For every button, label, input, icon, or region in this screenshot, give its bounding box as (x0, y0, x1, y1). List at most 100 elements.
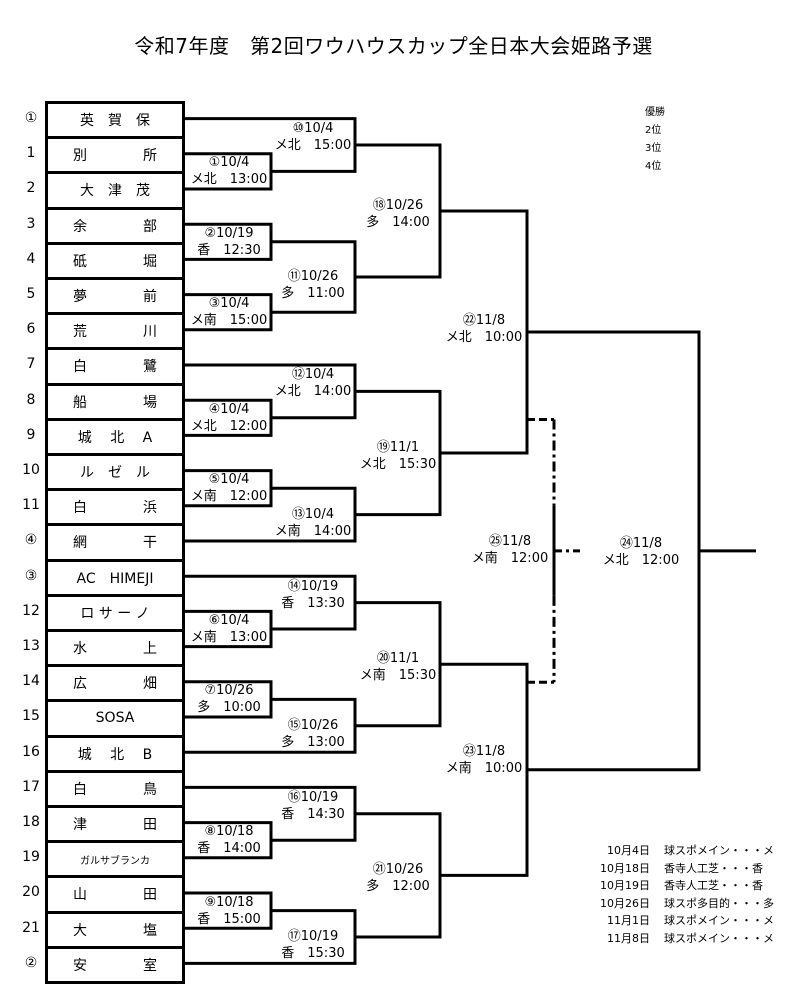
match-number-date: ⑫10/4 (291, 367, 335, 383)
team-name: SOSA (95, 710, 135, 727)
match-venue-time: 香 13:30 (281, 595, 345, 611)
team-box: 津 田 (45, 805, 185, 841)
venue-place: 香寺人工芝・・・香 (664, 879, 763, 892)
team-box: 白 鷺 (45, 347, 185, 383)
match-venue-time: メ南 15:30 (359, 668, 437, 684)
venue-place: 球スポ多目的・・・多 (664, 896, 774, 910)
match-number-date: ㉔11/8 (619, 535, 663, 551)
team-seed: 7 (26, 356, 36, 373)
team-name: 白 鷺 (73, 359, 157, 376)
team-name: 網 干 (73, 535, 157, 552)
match-venue-time: メ南 12:00 (190, 489, 268, 505)
match-venue-time: 多 12:00 (366, 879, 430, 895)
team-seed: 10 (22, 462, 40, 478)
team-name: 夢 前 (73, 289, 157, 306)
team-seed: 9 (26, 426, 36, 443)
match-venue-time: メ北 12:00 (190, 418, 268, 434)
match-number-date: ⑩10/4 (292, 121, 334, 136)
match-number-date: ⑤10/4 (208, 472, 250, 488)
match-number-date: ⑮10/26 (287, 717, 339, 733)
match-number-date: ㉑10/26 (372, 862, 424, 878)
team-box: SOSA (45, 699, 185, 735)
placing-1: 優勝 (645, 107, 665, 118)
team-name: 広 畑 (73, 676, 157, 693)
match-number-date: ⑦10/26 (204, 683, 254, 699)
team-name: 船 場 (73, 394, 157, 411)
team-seed: 5 (26, 286, 36, 302)
team-seed: 13 (22, 638, 40, 654)
match-number-date: ④10/4 (208, 401, 250, 417)
match-venue-time: メ南 12:00 (471, 550, 549, 566)
team-seed: 15 (22, 708, 40, 725)
team-box: 安 室 (45, 945, 185, 984)
match-number-date: ㉒11/8 (462, 313, 506, 328)
team-seed: 3 (26, 215, 36, 232)
team-box: 英 賀 保 (45, 101, 185, 137)
venue-date: 10月4日 (607, 844, 650, 857)
venue-date: 10月18日 (600, 861, 650, 875)
team-box: 水 上 (45, 629, 185, 665)
venue-date: 10月26日 (600, 896, 650, 910)
placing-4: 4位 (645, 161, 662, 172)
team-name: 水 上 (73, 641, 157, 658)
match-venue-time: メ南 14:00 (274, 523, 352, 539)
team-box: 余 部 (45, 206, 185, 242)
team-box: AC HIMEJI (45, 558, 185, 594)
match-venue-time: メ北 13:00 (190, 172, 268, 188)
team-seed: 20 (22, 884, 40, 901)
match-number-date: ⑪10/26 (287, 269, 339, 284)
match-number-date: ⑥10/4 (208, 613, 250, 628)
placings-legend: 優勝 2位 3位 4位 (645, 104, 665, 176)
team-box: 船 場 (45, 382, 185, 418)
team-name: ル ゼ ル (80, 465, 150, 482)
team-box: 大 津 茂 (45, 171, 185, 207)
match-number-date: ⑰10/19 (287, 929, 339, 944)
match-venue-time: 香 15:30 (281, 946, 345, 961)
venue-row: 10月4日球スポメイン・・・メ (580, 842, 774, 860)
match-number-date: ⑯10/19 (287, 789, 339, 805)
match-venue-time: 香 12:30 (197, 242, 261, 258)
team-name: 別 所 (73, 148, 157, 165)
team-name: AC HIMEJI (76, 570, 154, 587)
team-name: ロ サ ー ノ (80, 605, 150, 622)
team-seed: ① (24, 110, 38, 126)
team-name: 安 室 (73, 957, 157, 974)
team-seed: 14 (22, 673, 40, 690)
team-name: 山 田 (73, 887, 157, 904)
team-seed: 17 (22, 778, 40, 795)
venue-date: 11月8日 (607, 931, 650, 945)
match-venue-time: 多 14:00 (366, 215, 430, 230)
match-venue-time: 香 15:00 (197, 911, 261, 927)
venue-row: 10月18日香寺人工芝・・・香 (580, 860, 774, 878)
team-name: 英 賀 保 (80, 113, 150, 130)
team-name: 荒 川 (73, 324, 157, 341)
venue-date: 10月19日 (600, 879, 650, 892)
venue-row: 11月1日球スポメイン・・・メ (580, 912, 774, 930)
match-venue-time: 多 13:00 (281, 734, 345, 750)
match-venue-time: メ南 10:00 (445, 760, 523, 776)
team-name: 大 塩 (73, 922, 157, 939)
team-box: 荒 川 (45, 312, 185, 348)
venue-place: 香寺人工芝・・・香 (664, 861, 763, 875)
team-box: 砥 堀 (45, 241, 185, 277)
team-box: 山 田 (45, 875, 185, 911)
team-box: 大 塩 (45, 910, 185, 946)
team-box: 白 浜 (45, 488, 185, 524)
match-venue-time: メ南 15:00 (190, 313, 268, 329)
team-box: 白 鳥 (45, 769, 185, 805)
team-seed: 6 (26, 321, 36, 338)
venue-date: 11月1日 (607, 914, 650, 927)
team-seed: 1 (26, 145, 36, 162)
